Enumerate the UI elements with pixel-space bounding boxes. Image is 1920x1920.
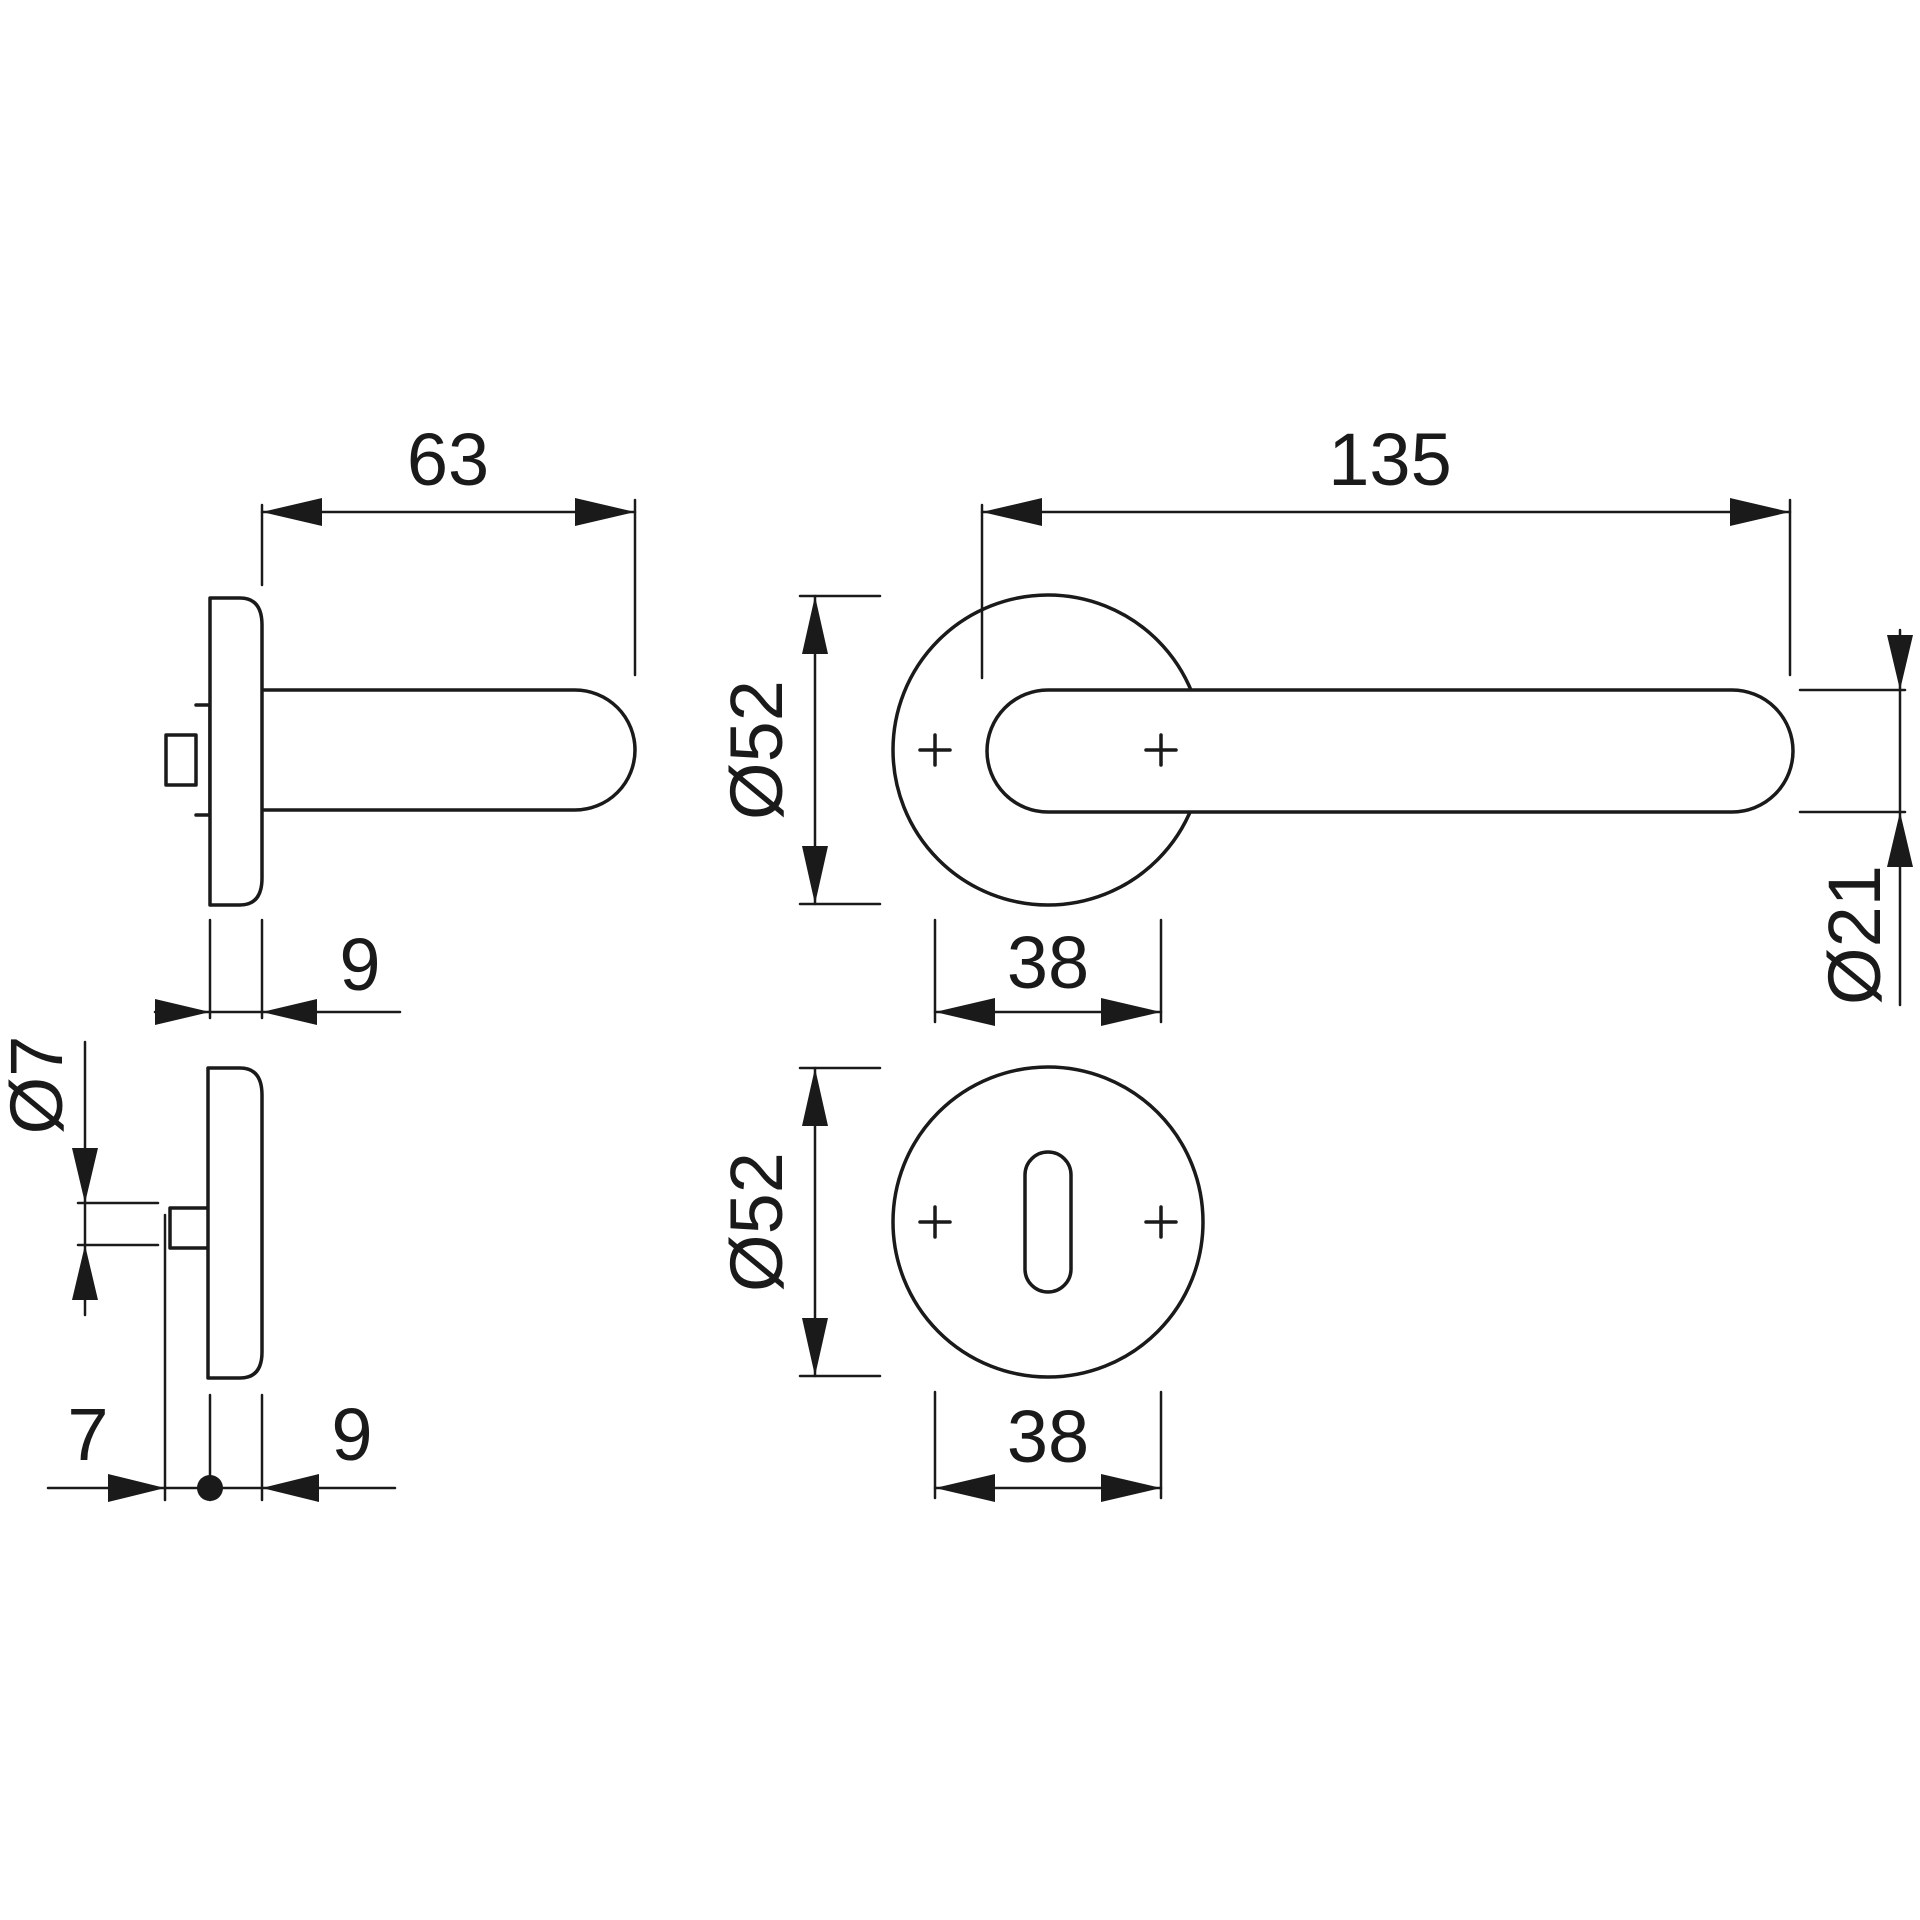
label-dia52-lever: Ø52 <box>715 680 798 820</box>
arrow-dia7-top <box>72 1148 98 1203</box>
rose-plate-side <box>208 596 264 907</box>
rose-front-key <box>891 1065 1205 1379</box>
label-63: 63 <box>407 418 489 501</box>
front-view-key <box>891 1065 1205 1379</box>
lever-arm-side <box>260 688 637 812</box>
dimension-dia7: Ø7 <box>0 1036 160 1317</box>
front-view-lever <box>891 593 1795 907</box>
arrow-dia52k-bottom <box>802 1318 828 1376</box>
arrow-dia7-bottom <box>72 1245 98 1300</box>
dimension-38-lever: 38 <box>933 918 1163 1026</box>
label-dia21: Ø21 <box>1813 865 1896 1005</box>
dimension-63: 63 <box>260 418 637 677</box>
rose-plate-key-side <box>206 1066 264 1380</box>
side-view-key <box>168 1066 264 1380</box>
arrow-dia52l-top <box>802 596 828 654</box>
arrow-38l-left <box>935 998 995 1026</box>
dimension-135: 135 <box>980 418 1792 680</box>
dimension-7-and-9-lower: 7 9 <box>46 1213 397 1502</box>
label-dia7: Ø7 <box>0 1036 78 1135</box>
screw-mark-lever-right <box>1144 733 1178 767</box>
label-9-lower: 9 <box>331 1393 372 1476</box>
label-7: 7 <box>67 1393 108 1476</box>
side-view-lever <box>164 596 637 907</box>
dimension-38-key: 38 <box>933 1390 1163 1502</box>
arrow-dia52k-top <box>802 1068 828 1126</box>
arrow-38k-left <box>935 1474 995 1502</box>
screw-mark-key-left <box>918 1205 952 1239</box>
spindle-stub <box>164 733 198 787</box>
arrow-9-lower <box>262 1474 319 1502</box>
spindle-stub-key <box>168 1206 212 1250</box>
arrow-dia21-bottom <box>1887 812 1913 867</box>
arrow-135-right <box>1730 498 1790 526</box>
arrow-63-left <box>262 498 322 526</box>
arrow-dia52l-bottom <box>802 846 828 904</box>
arrow-38l-right <box>1101 998 1161 1026</box>
keyhole <box>1023 1150 1073 1294</box>
dimension-dia21: Ø21 <box>1798 628 1913 1007</box>
arrow-63-right <box>575 498 635 526</box>
label-135: 135 <box>1328 418 1451 501</box>
label-dia52-key: Ø52 <box>715 1152 798 1292</box>
lever-front <box>985 688 1795 814</box>
screw-detail <box>194 703 212 817</box>
screw-mark-lever-left <box>918 733 952 767</box>
arrow-135-left <box>982 498 1042 526</box>
dimension-9-upper: 9 <box>153 918 402 1025</box>
screw-mark-key-right <box>1144 1205 1178 1239</box>
label-9-upper: 9 <box>339 923 380 1006</box>
label-38-key: 38 <box>1007 1395 1089 1478</box>
arrow-9u-right <box>262 999 317 1025</box>
arrow-9u-left <box>155 999 210 1025</box>
label-38-lever: 38 <box>1007 921 1089 1004</box>
dimension-dia52-key: Ø52 <box>715 1066 882 1378</box>
arrow-7 <box>108 1474 165 1502</box>
dot-7-9 <box>197 1475 223 1501</box>
arrow-dia21-top <box>1887 635 1913 690</box>
arrow-38k-right <box>1101 1474 1161 1502</box>
dimension-dia52-lever: Ø52 <box>715 594 882 906</box>
